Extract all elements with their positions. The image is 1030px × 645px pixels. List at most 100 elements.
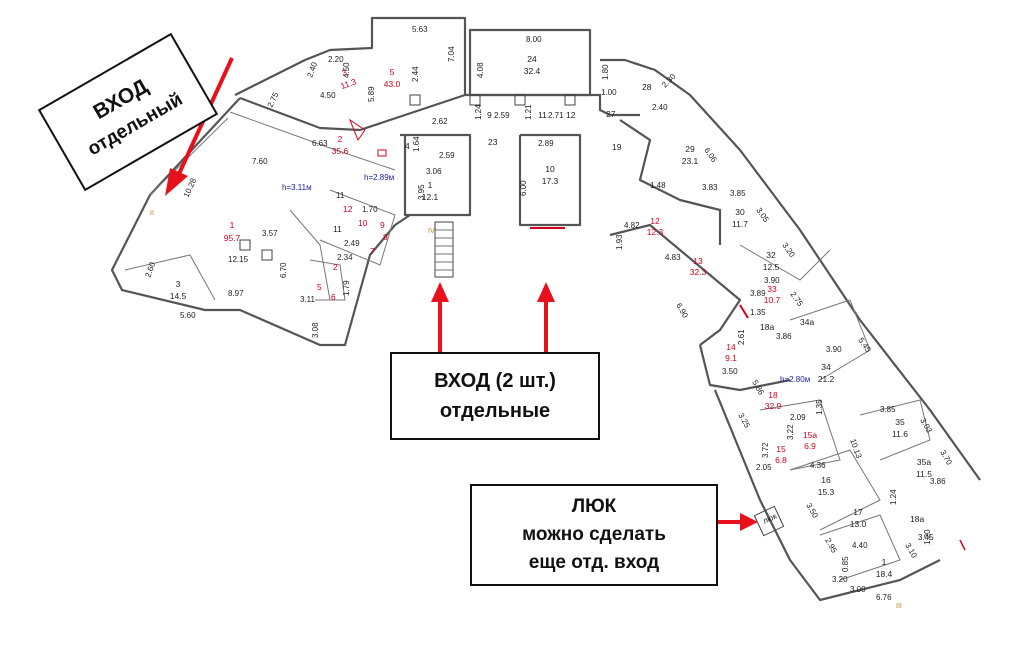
door-right-2: [959, 539, 966, 551]
dim: 3.70: [938, 449, 954, 467]
room-29-num: 29: [685, 144, 695, 154]
left-wing-inner-wall-4: [289, 209, 331, 301]
column-1: [239, 239, 251, 251]
dim: 4.50: [320, 91, 336, 100]
corridor-walls: [465, 93, 640, 117]
dim: 1.48: [650, 181, 666, 190]
dim: 4.82: [624, 221, 640, 230]
left-entrance-callout: ВХОД отдельный: [37, 32, 219, 192]
column-2: [261, 249, 273, 261]
room-15-area: 6.8: [775, 455, 787, 465]
dim: 3.05: [754, 206, 771, 224]
dim: 3.57: [262, 229, 278, 238]
dim: 3.45: [918, 533, 934, 542]
hatch-line1: ЛЮК: [571, 496, 617, 517]
dim: 3.90: [764, 276, 780, 285]
dim: 1.64: [412, 136, 421, 152]
dim: 11: [336, 191, 345, 200]
room-5-num: 5: [390, 67, 395, 77]
dim: 6.90: [674, 302, 690, 320]
room-10-area: 17.3: [542, 176, 559, 186]
room-34-walls: [789, 299, 871, 381]
left-wing-inner-wall-3: [124, 254, 216, 301]
room-5-area: 43.0: [384, 79, 401, 89]
roman-numerals: II IV III: [150, 210, 902, 610]
room-29-area: 23.1: [682, 156, 699, 166]
room-8-label: 8: [383, 232, 388, 242]
column-4: [469, 94, 481, 106]
room-1r-area: 18.4: [876, 569, 893, 579]
hatch-label: люк: [761, 511, 778, 525]
dim: 7.04: [447, 46, 456, 62]
center-entrance-line1: ВХОД (2 шт.): [434, 370, 556, 392]
dim: 1.00: [601, 88, 617, 97]
room-3b-area: 14.5: [170, 291, 187, 301]
right-wing-inner-wall-2: [609, 223, 742, 346]
room-17-area: 13.0: [850, 519, 867, 529]
dim: 3.22: [786, 424, 795, 440]
dim: 1.35: [815, 399, 824, 415]
dim: 3.83: [702, 183, 718, 192]
dim: 3.89: [750, 289, 766, 298]
room-1c-area: 12.1: [422, 192, 439, 202]
room-11-label: 11: [538, 110, 547, 120]
room-16-area: 15.3: [818, 487, 835, 497]
room-9l-label: 9: [380, 220, 385, 230]
dim: 2.49: [344, 239, 360, 248]
room-35a-num: 35а: [917, 457, 931, 467]
center-arrow-1-head: [431, 282, 449, 302]
room-18a-label: 18а: [760, 322, 774, 332]
stair-treads: [435, 229, 453, 271]
room-numbers-simple: 28 27 23 9 11 12 19 18а 34а 18а 4 7 8 9 …: [317, 82, 924, 524]
room-12l-label: 12: [343, 204, 353, 214]
dim: 4.83: [665, 253, 681, 262]
height-top: h=2.89м: [364, 173, 394, 182]
center-entrance-line2: отдельные: [439, 400, 551, 422]
room-34-area: 21.2: [818, 374, 835, 384]
room-2-area: 35.6: [332, 146, 349, 156]
room-13-num: 13: [693, 256, 703, 266]
dim: 1.21: [524, 104, 533, 120]
room-14-num: 14: [726, 342, 736, 352]
dim: 2.61: [737, 329, 746, 345]
dim: 0.85: [841, 556, 850, 572]
left-entrance-box: [37, 32, 219, 192]
arrows: [165, 57, 758, 531]
dim: 5.60: [180, 311, 196, 320]
dim: 2.75: [788, 290, 805, 308]
room-2l-label: 2: [333, 262, 338, 272]
dim: 1.20: [923, 529, 932, 545]
room-13-area: 32.3: [690, 267, 707, 277]
room-34a-label: 34а: [800, 317, 814, 327]
room-32-num: 32: [766, 250, 776, 260]
room-32-area: 12.5: [763, 262, 780, 272]
dim: 5.89: [367, 86, 376, 102]
dim: 4.36: [810, 461, 826, 470]
dim: 2.71: [548, 111, 564, 120]
door-right-1: [739, 304, 749, 319]
room-10-walls: [518, 133, 582, 227]
roman-center: IV: [428, 228, 435, 235]
dim: 6.63: [312, 139, 328, 148]
dim: 10.13: [848, 438, 863, 460]
room-24-area: 32.4: [524, 66, 541, 76]
dim: 3.25: [736, 412, 752, 430]
room-34-num: 34: [821, 362, 831, 372]
room-17-walls: [819, 514, 901, 581]
door-marker: [348, 118, 366, 142]
room-1c-num: 1: [428, 180, 433, 190]
dim: 2.40: [305, 60, 319, 78]
dim: 1.93: [615, 234, 624, 250]
room-2-num: 2: [338, 134, 343, 144]
room-27-label: 27: [606, 109, 616, 119]
left-wing: [110, 16, 467, 347]
room-4-label: 4: [405, 141, 410, 151]
dim: 2.20: [328, 55, 344, 64]
room-30-num: 30: [735, 207, 745, 217]
dim: 1.79: [342, 280, 351, 296]
center-arrow-2-head: [537, 282, 555, 302]
room-14-area: 9.1: [725, 353, 737, 363]
dim: 3.95: [417, 184, 426, 200]
roman-right: III: [896, 603, 902, 610]
